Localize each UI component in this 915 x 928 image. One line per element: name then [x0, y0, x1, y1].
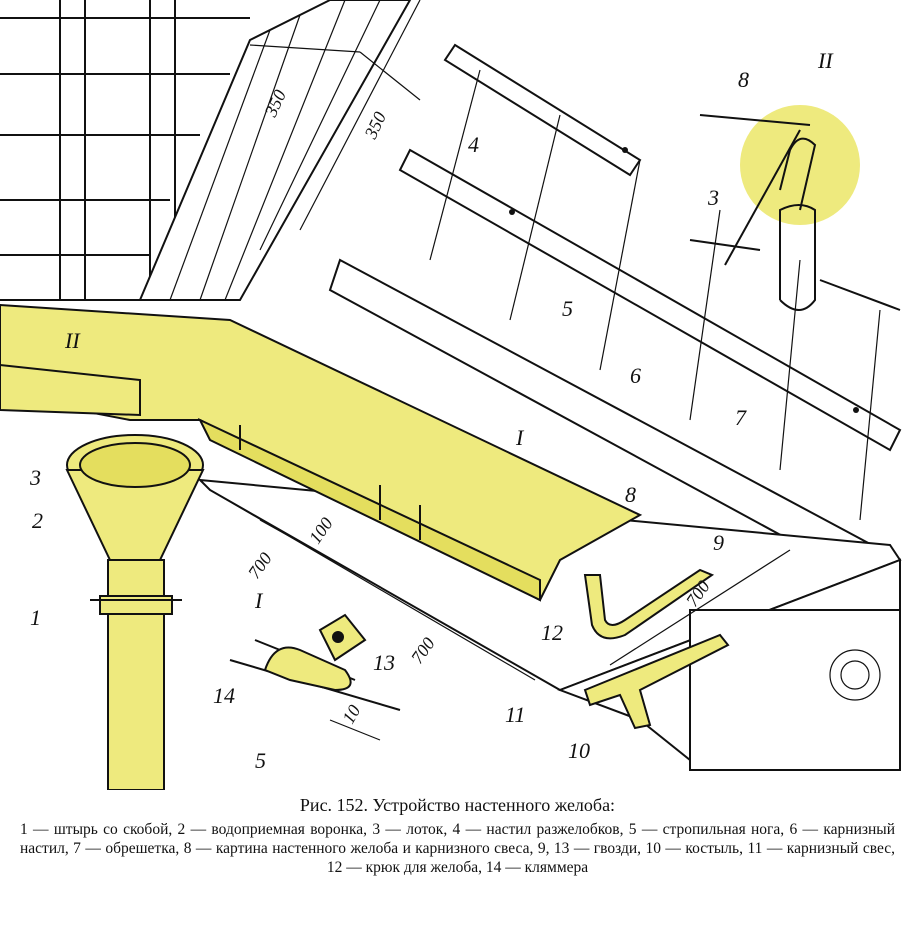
- label-5-dim: 5: [255, 748, 266, 773]
- section-i-label: I: [515, 425, 525, 450]
- section-i-detail-label: I: [254, 588, 264, 613]
- label-2: 2: [32, 508, 43, 533]
- label-6: 6: [630, 363, 641, 388]
- label-3: 3: [29, 465, 41, 490]
- detail-ii: [689, 105, 901, 311]
- label-5: 5: [562, 296, 573, 321]
- label-4: 4: [468, 132, 479, 157]
- caption-legend: 1 — штырь со скобой, 2 — водоприемная во…: [20, 821, 895, 876]
- label-10: 10: [568, 738, 590, 763]
- label-8: 8: [625, 482, 636, 507]
- label-8-detail: 8: [738, 67, 749, 92]
- figure-caption: Рис. 152. Устройство настенного желоба: …: [20, 795, 895, 877]
- label-3-detail: 3: [707, 185, 719, 210]
- label-12: 12: [541, 620, 563, 645]
- bracket: [583, 633, 730, 730]
- section-ii-label: II: [64, 328, 81, 353]
- dimension-lines: [209, 44, 791, 741]
- caption-title: Рис. 152. Устройство настенного желоба:: [299, 795, 616, 815]
- section-ii-detail-label: II: [817, 48, 834, 73]
- label-9: 9: [713, 530, 724, 555]
- dimension-350-b: 350: [360, 109, 390, 143]
- label-14: 14: [213, 683, 235, 708]
- label-13: 13: [373, 650, 395, 675]
- label-7: 7: [735, 405, 747, 430]
- lathing: [328, 43, 902, 602]
- dimension-700-b: 700: [407, 634, 439, 668]
- wall-gutter: [0, 303, 643, 602]
- downpipe-funnel: [65, 434, 205, 790]
- gutter-diagram: 1 2 3 3 4 5 5 6 7 8 8 9 10 10 11 12 13 1…: [0, 0, 902, 790]
- gutter-hook: [583, 568, 715, 640]
- label-1: 1: [30, 605, 41, 630]
- label-11: 11: [505, 702, 525, 727]
- roof-boards: [138, 0, 421, 301]
- dimension-700-a: 700: [244, 549, 276, 583]
- detail-i-clamp: [229, 613, 401, 711]
- label-10-dim: 10: [338, 701, 364, 727]
